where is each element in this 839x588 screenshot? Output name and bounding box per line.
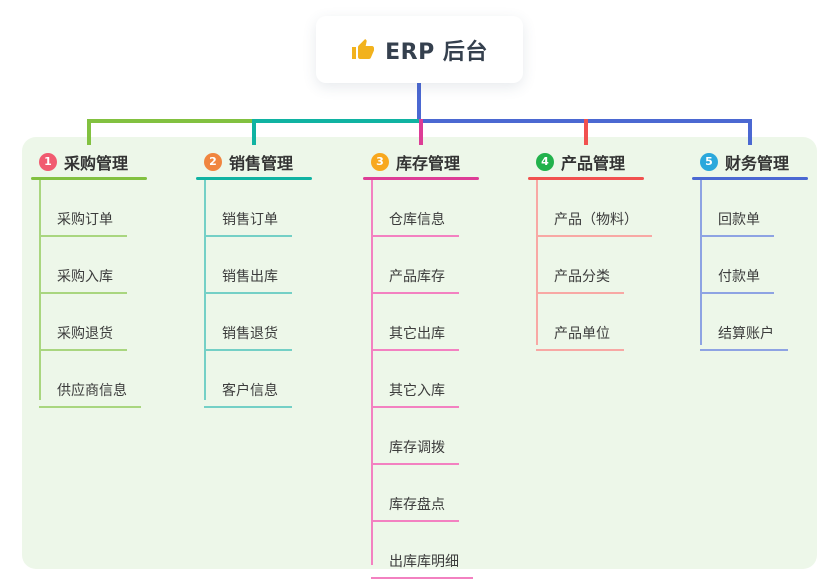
connector-stub-finance xyxy=(748,119,752,145)
branch-sales: 2 销售管理 销售订单 销售出库 销售退货 客户信息 xyxy=(196,146,312,408)
child-node[interactable]: 库存盘点 xyxy=(371,465,459,522)
connector-stub-purchase xyxy=(87,119,91,145)
branch-node-purchase[interactable]: 1 采购管理 xyxy=(31,146,147,177)
child-node[interactable]: 付款单 xyxy=(700,237,774,294)
branch-spine-line xyxy=(204,180,206,400)
child-node[interactable]: 客户信息 xyxy=(204,351,292,408)
branch-number-badge: 1 xyxy=(39,152,57,171)
connector-stub-product xyxy=(584,119,588,145)
child-label: 回款单 xyxy=(718,212,760,228)
child-label: 产品单位 xyxy=(554,326,610,342)
child-label: 销售出库 xyxy=(222,269,278,285)
branch-underline xyxy=(528,177,644,180)
child-label: 产品库存 xyxy=(389,269,445,285)
child-label: 库存调拨 xyxy=(389,440,445,456)
branch-number-badge: 3 xyxy=(371,152,389,171)
branch-node-inventory[interactable]: 3 库存管理 xyxy=(363,146,479,177)
root-node[interactable]: ERP 后台 xyxy=(316,16,523,83)
child-node[interactable]: 其它出库 xyxy=(371,294,459,351)
child-label: 产品（物料） xyxy=(554,212,638,228)
child-node[interactable]: 仓库信息 xyxy=(371,180,459,237)
branch-number-badge: 4 xyxy=(536,152,554,171)
child-label: 出库库明细 xyxy=(389,554,459,570)
child-node[interactable]: 产品（物料） xyxy=(536,180,652,237)
branch-underline xyxy=(692,177,808,180)
branch-product: 4 产品管理 产品（物料） 产品分类 产品单位 xyxy=(528,146,652,351)
branch-inventory: 3 库存管理 仓库信息 产品库存 其它出库 其它入库 库存调拨 库存盘点 出库库… xyxy=(363,146,479,579)
child-label: 采购入库 xyxy=(57,269,113,285)
branch-label: 库存管理 xyxy=(396,153,461,173)
child-label: 采购退货 xyxy=(57,326,113,342)
root-stem-connector xyxy=(417,83,421,122)
branch-node-product[interactable]: 4 产品管理 xyxy=(528,146,644,177)
child-node[interactable]: 采购订单 xyxy=(39,180,127,237)
child-label: 销售订单 xyxy=(222,212,278,228)
child-node[interactable]: 供应商信息 xyxy=(39,351,141,408)
child-node[interactable]: 产品分类 xyxy=(536,237,624,294)
child-label: 结算账户 xyxy=(718,326,774,342)
child-node[interactable]: 回款单 xyxy=(700,180,774,237)
child-node[interactable]: 采购入库 xyxy=(39,237,127,294)
child-label: 库存盘点 xyxy=(389,497,445,513)
branch-underline xyxy=(363,177,479,180)
connector-stub-inventory xyxy=(419,119,423,145)
child-node[interactable]: 销售订单 xyxy=(204,180,292,237)
branch-finance: 5 财务管理 回款单 付款单 结算账户 xyxy=(692,146,808,351)
branch-number-badge: 5 xyxy=(700,152,718,171)
branch-node-sales[interactable]: 2 销售管理 xyxy=(196,146,312,177)
child-label: 供应商信息 xyxy=(57,383,127,399)
branch-node-finance[interactable]: 5 财务管理 xyxy=(692,146,808,177)
branches-background-panel xyxy=(22,137,817,569)
branch-label: 财务管理 xyxy=(725,153,790,173)
connector-stub-sales xyxy=(252,119,256,145)
branch-spine-line xyxy=(536,180,538,345)
branch-label: 销售管理 xyxy=(229,153,294,173)
connector-horizontal-purchase xyxy=(88,119,255,123)
branch-underline xyxy=(31,177,147,180)
child-node[interactable]: 产品单位 xyxy=(536,294,624,351)
child-label: 付款单 xyxy=(718,269,760,285)
child-label: 采购订单 xyxy=(57,212,113,228)
branch-spine-line xyxy=(371,180,373,565)
branch-label: 采购管理 xyxy=(64,153,129,173)
child-node[interactable]: 销售退货 xyxy=(204,294,292,351)
branch-spine-line xyxy=(39,180,41,400)
child-label: 客户信息 xyxy=(222,383,278,399)
child-node[interactable]: 其它入库 xyxy=(371,351,459,408)
branch-purchase: 1 采购管理 采购订单 采购入库 采购退货 供应商信息 xyxy=(31,146,147,408)
child-label: 其它入库 xyxy=(389,383,445,399)
child-node[interactable]: 产品库存 xyxy=(371,237,459,294)
child-label: 产品分类 xyxy=(554,269,610,285)
thumbs-up-icon xyxy=(351,38,375,62)
branch-underline xyxy=(196,177,312,180)
child-node[interactable]: 结算账户 xyxy=(700,294,788,351)
child-label: 仓库信息 xyxy=(389,212,445,228)
branch-number-badge: 2 xyxy=(204,152,222,171)
child-label: 销售退货 xyxy=(222,326,278,342)
branch-label: 产品管理 xyxy=(561,153,626,173)
child-node[interactable]: 采购退货 xyxy=(39,294,127,351)
root-label: ERP 后台 xyxy=(385,39,488,65)
child-node[interactable]: 出库库明细 xyxy=(371,522,473,579)
branch-spine-line xyxy=(700,180,702,345)
connector-horizontal-sales xyxy=(255,119,421,123)
child-label: 其它出库 xyxy=(389,326,445,342)
child-node[interactable]: 销售出库 xyxy=(204,237,292,294)
child-node[interactable]: 库存调拨 xyxy=(371,408,459,465)
